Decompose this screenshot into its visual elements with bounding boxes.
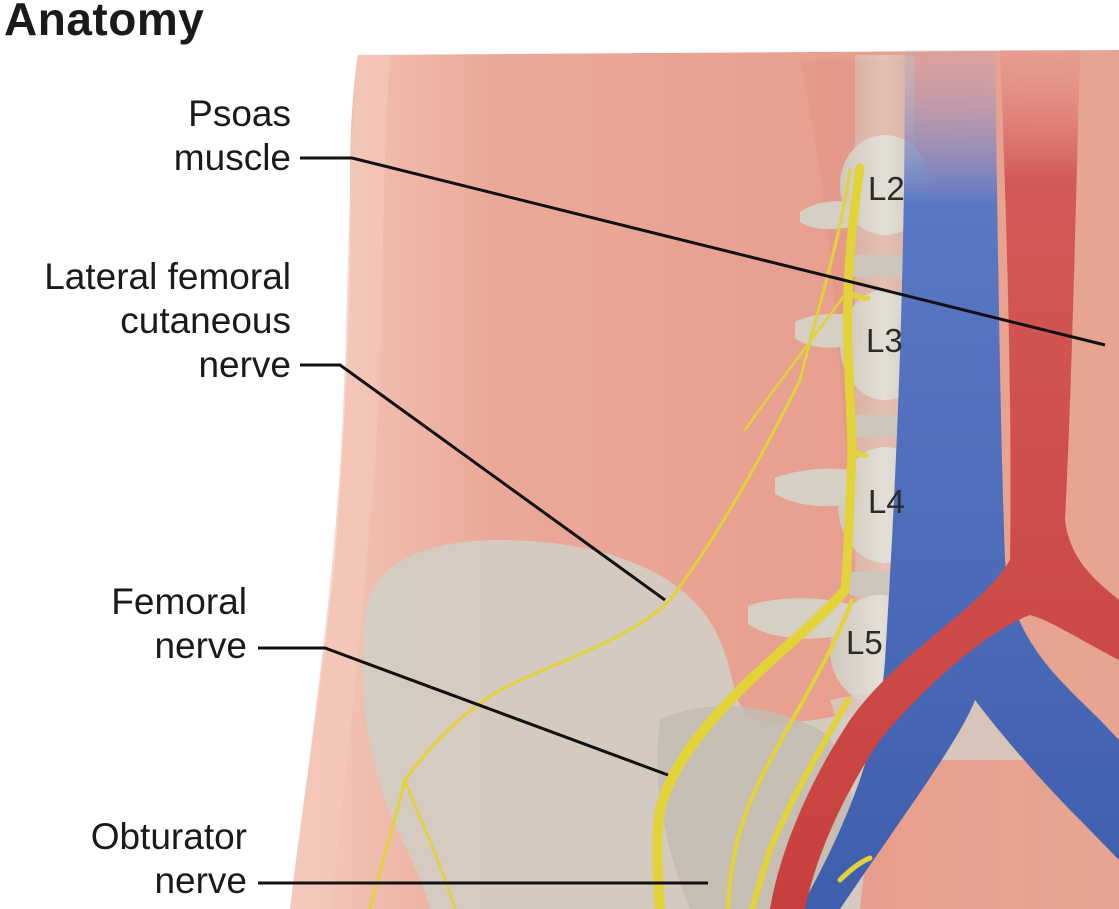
label-psoas-muscle: Psoas muscle (173, 93, 291, 178)
label-lateral-femoral-cutaneous-nerve: Lateral femoral cutaneous nerve (44, 256, 291, 385)
vertebra-label-l2: L2 (868, 170, 905, 207)
leader-lines (258, 156, 1106, 885)
leader-femoral (258, 646, 669, 777)
vertebra-label-l5: L5 (846, 624, 883, 661)
artery-vessel (770, 50, 1119, 909)
leader-lateral-femoral (300, 363, 666, 602)
vertebra-label-l4: L4 (868, 483, 905, 520)
label-femoral-nerve: Femoral nerve (111, 581, 247, 666)
vein-vessel (800, 50, 1119, 909)
vertebra-label-l3: L3 (866, 322, 903, 359)
nerves (368, 163, 873, 909)
flank-shading (290, 55, 390, 909)
label-obturator-nerve: Obturator nerve (90, 816, 247, 901)
page-title: Anatomy (4, 0, 205, 45)
leader-psoas (300, 156, 1106, 347)
